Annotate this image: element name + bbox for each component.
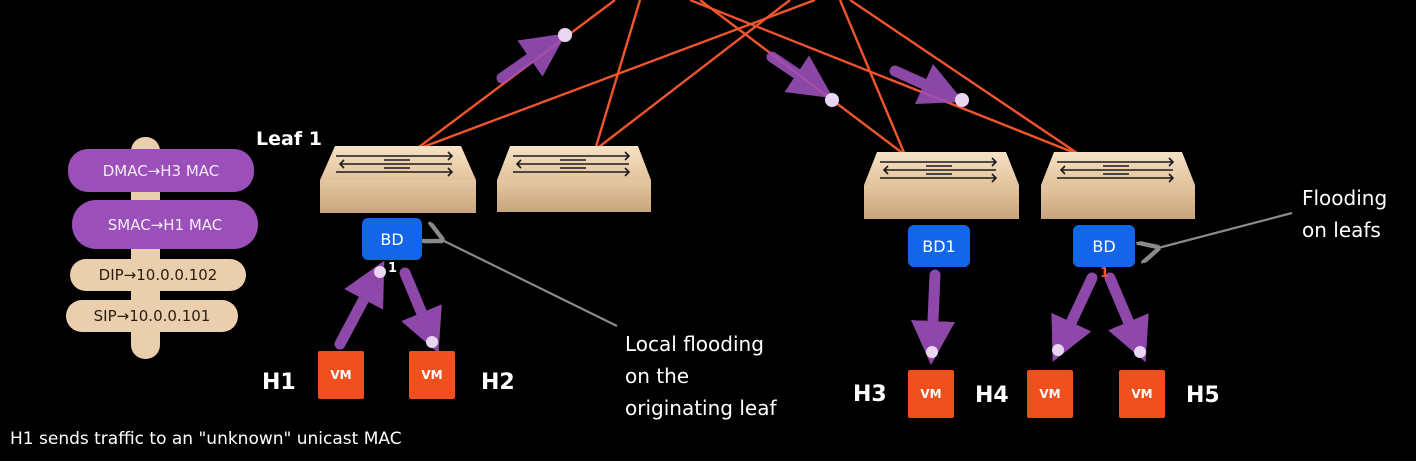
flow-arrow-leaf1-to-spine [496,33,567,84]
switch-arrows-icon [1057,157,1175,183]
callout-arrows [442,211,1293,327]
vm-h5: VM [1119,370,1165,418]
flow-dot [825,93,839,107]
fabric-link [849,0,1081,156]
leaf-switch-3 [864,152,1019,219]
bridge-domain-leaf4: BD [1073,225,1135,267]
flow-arrow-bd-to-h4 [1051,272,1098,362]
local-flooding-annotation: Local flooding on the originating leaf [625,328,776,424]
flow-dot [374,266,386,278]
fabric-link [838,0,907,156]
dip-header: DIP→10.0.0.102 [70,259,246,291]
dmac-header: DMAC→H3 MAC [68,149,254,192]
annotation-line: originating leaf [625,396,777,420]
host-label-h5: H5 [1186,383,1220,408]
sip-header: SIP→10.0.0.101 [66,300,238,332]
annotation-line: on the [625,364,690,388]
switch-glyphs [336,151,1175,183]
leaf-1-label: Leaf 1 [256,128,322,150]
flow-dot [926,346,938,358]
slide-caption: H1 sends traffic to an "unknown" unicast… [10,429,402,449]
port-number-leaf1: 1 [388,261,398,276]
switch-arrows-icon [336,151,454,177]
host-label-h2: H2 [481,370,515,395]
callout-arrow-local-flooding [442,240,618,327]
flow-dot [426,336,438,348]
fabric-link [689,0,1081,157]
callout-arrow-flooding-on-leafs [1158,211,1293,248]
host-label-h4: H4 [975,383,1009,408]
smac-header: SMAC→H1 MAC [72,200,258,249]
flow-dot [1134,346,1146,358]
annotation-line: Flooding [1302,186,1388,210]
flooding-on-leafs-annotation: Flooding on leafs [1302,182,1387,246]
flow-arrow-bd-to-h5 [1104,272,1149,363]
bridge-domain-leaf3: BD1 [908,225,970,267]
vm-h2: VM [409,351,455,399]
vm-h3: VM [908,370,954,418]
flow-arrow-bd-to-h2 [399,267,442,354]
flow-dot [1052,344,1064,356]
flow-dot [558,28,572,42]
fabric-link [594,0,791,151]
fabric-links [414,0,1081,157]
switch-arrows-icon [513,151,631,177]
vm-h1: VM [318,351,364,399]
host-label-h3: H3 [853,382,887,407]
switch-arrows-icon [880,157,998,183]
annotation-line: on leafs [1302,218,1381,242]
flow-dot [955,93,969,107]
bridge-domain-leaf1: BD [362,218,422,260]
vm-h4: VM [1027,370,1073,418]
flow-arrow-spine-to-leaf4 [889,63,965,105]
host-flow-arrows [334,260,1149,365]
host-label-h1: H1 [262,370,296,395]
flow-arrow-spine-to-leaf3 [766,51,834,99]
flow-arrow-h1-to-bd [334,260,385,350]
fabric-flow-arrows [496,33,965,105]
annotation-line: Local flooding [625,332,764,356]
flow-arrow-bd1-to-h3 [910,269,955,365]
port-number-leaf4: 1 [1100,266,1110,281]
fabric-link [414,0,816,152]
fabric-link [593,0,642,151]
leaf-switch-4 [1041,152,1195,219]
